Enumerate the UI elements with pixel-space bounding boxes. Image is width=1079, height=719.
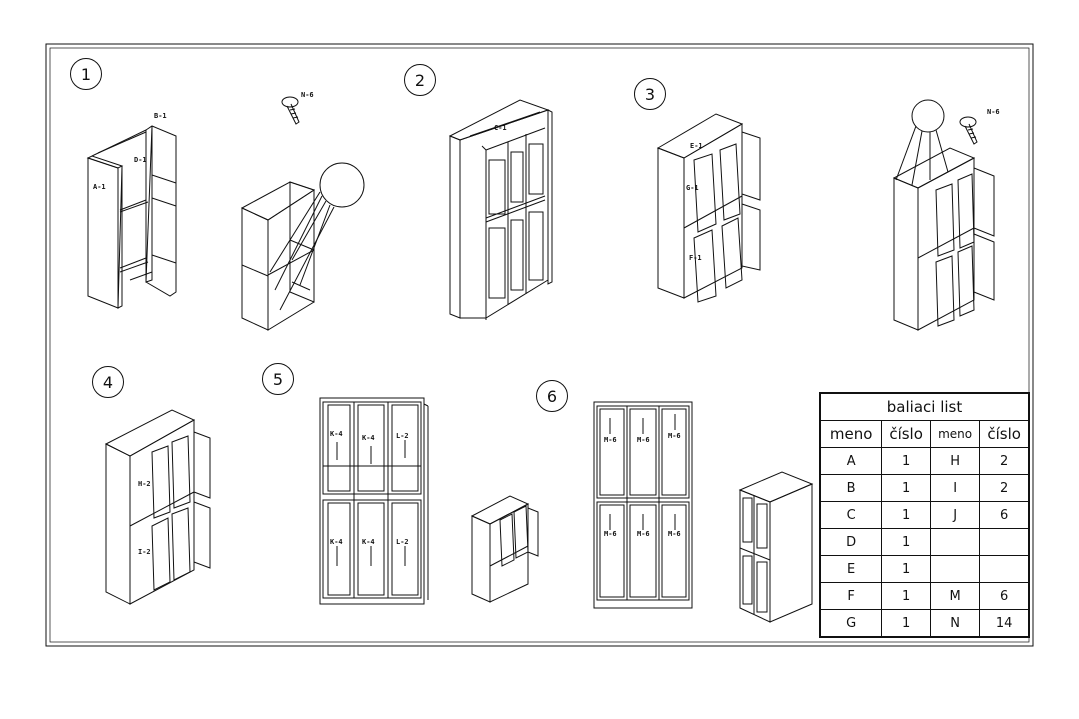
- part-label-c1: C-1: [494, 124, 507, 132]
- table-cell: [929, 555, 981, 583]
- step-number-2: 2: [404, 64, 436, 96]
- part-label-f1: F-1: [689, 254, 702, 262]
- step1-side-panels-figure: [86, 125, 177, 309]
- table-cell: 2: [979, 447, 1029, 475]
- table-cell: D: [819, 528, 883, 556]
- part-label-n6-top: N-6: [301, 91, 314, 99]
- part-label-i2: I-2: [138, 548, 151, 556]
- part-label-l2-lower: L-2: [396, 538, 409, 546]
- table-cell: J: [929, 501, 981, 529]
- table-cell: 2: [979, 474, 1029, 502]
- step3-screw-icon: [959, 116, 978, 145]
- table-cell: [929, 528, 981, 556]
- table-cell: 1: [881, 609, 931, 637]
- table-cell: [979, 528, 1029, 556]
- step-number-6: 6: [536, 380, 568, 412]
- table-cell: [979, 555, 1029, 583]
- part-label-m6-lower-left: M-6: [604, 530, 617, 538]
- step1-assembled-frame-figure: [240, 162, 365, 331]
- step5-front-view-figure: [319, 397, 429, 605]
- step6-finished-cabinet-figure: [738, 471, 814, 623]
- step5-small-cabinet-figure: [470, 495, 539, 603]
- part-label-m6-lower-right: M-6: [668, 530, 681, 538]
- step6-front-view-figure: [593, 401, 693, 609]
- table-cell: H: [929, 447, 981, 475]
- table-cell: 1: [881, 582, 931, 610]
- table-cell: C: [819, 501, 883, 529]
- table-cell: 6: [979, 582, 1029, 610]
- header-name-2: meno: [929, 420, 981, 448]
- step3-detail-figure: [892, 99, 995, 331]
- table-cell: E: [819, 555, 883, 583]
- part-label-m6-lower-mid: M-6: [637, 530, 650, 538]
- table-cell: 1: [881, 555, 931, 583]
- step3-cabinet-figure: [656, 113, 761, 303]
- table-cell: A: [819, 447, 883, 475]
- header-name-1: meno: [819, 420, 883, 448]
- part-label-k4-upper-mid: K-4: [362, 434, 375, 442]
- table-cell: I: [929, 474, 981, 502]
- step-number-1: 1: [70, 58, 102, 90]
- part-label-e1: E-1: [690, 142, 703, 150]
- detail-circle-2: [911, 99, 945, 133]
- step4-cabinet-figure: [104, 409, 211, 605]
- packing-list-title: baliaci list: [820, 393, 1029, 421]
- header-count-2: číslo: [979, 420, 1029, 448]
- part-label-b1: B-1: [154, 112, 167, 120]
- part-label-k4-lower-left: K-4: [330, 538, 343, 546]
- part-label-k4-upper-left: K-4: [330, 430, 343, 438]
- step-number-5: 5: [262, 363, 294, 395]
- header-count-1: číslo: [881, 420, 931, 448]
- table-cell: 1: [881, 474, 931, 502]
- table-cell: M: [929, 582, 981, 610]
- part-label-n6-right: N-6: [987, 108, 1000, 116]
- step2-cabinet-figure: [448, 99, 553, 320]
- part-label-d1: D-1: [134, 156, 147, 164]
- part-label-l2-upper: L-2: [396, 432, 409, 440]
- part-label-a1: A-1: [93, 183, 106, 191]
- part-label-g1: G-1: [686, 184, 699, 192]
- table-cell: 14: [979, 609, 1029, 637]
- part-label-k4-lower-mid: K-4: [362, 538, 375, 546]
- table-cell: N: [929, 609, 981, 637]
- table-cell: G: [819, 609, 883, 637]
- step1-screw-icon: [281, 96, 300, 125]
- step-number-4: 4: [92, 366, 124, 398]
- part-label-h2: H-2: [138, 480, 151, 488]
- table-cell: F: [819, 582, 883, 610]
- table-cell: 1: [881, 447, 931, 475]
- table-cell: 6: [979, 501, 1029, 529]
- table-cell: 1: [881, 528, 931, 556]
- part-label-m6-upper-left: M-6: [604, 436, 617, 444]
- inner-frame: [49, 47, 1030, 643]
- table-cell: 1: [881, 501, 931, 529]
- part-label-m6-upper-mid: M-6: [637, 436, 650, 444]
- part-label-m6-upper-right: M-6: [668, 432, 681, 440]
- step-number-3: 3: [634, 78, 666, 110]
- outer-frame: [45, 43, 1034, 647]
- detail-circle: [319, 162, 365, 208]
- table-cell: B: [819, 474, 883, 502]
